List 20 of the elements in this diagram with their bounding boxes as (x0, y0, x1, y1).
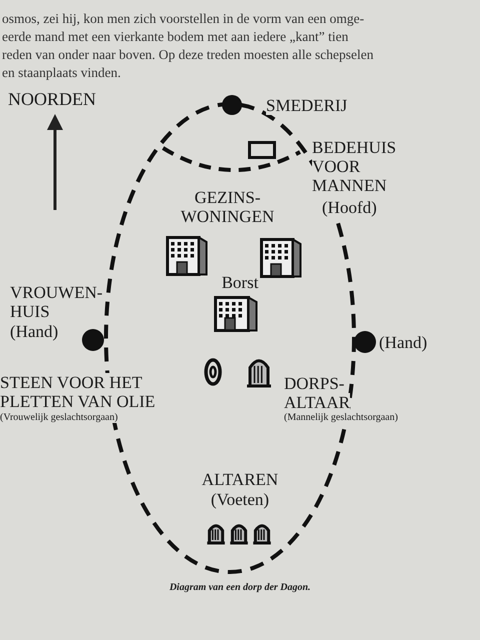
place-label: (Hand) (379, 333, 428, 352)
place-label: (Voeten) (210, 490, 270, 509)
paragraph-line: reden van onder naar boven. Op deze treden moesten alle schepselen (2, 46, 374, 64)
caption: Diagram van een dorp der Dagon. (168, 582, 312, 594)
dot-marker (221, 94, 243, 116)
place-label: (Hoofd) (322, 198, 378, 217)
dot-marker (353, 330, 377, 354)
place-label: STEEN VOOR HET PLETTEN VAN OLIE (0, 373, 156, 411)
dot-marker (81, 328, 105, 352)
building-icon (166, 236, 208, 276)
annotation-text: (Vrouwelijk geslachtsorgaan) (0, 412, 119, 424)
paragraph-line: osmos, zei hij, kon men zich voorstellen in de vorm van een omge- (2, 10, 364, 28)
paragraph-line: en staanplaats vinden. (2, 64, 121, 82)
ring-stone-icon (204, 358, 222, 386)
building-icon (260, 238, 302, 278)
annotation-text: (Mannelijk geslachtsorgaan) (284, 412, 399, 424)
building-icon (214, 296, 258, 332)
place-label: (Hand) (10, 322, 60, 341)
square-marker (248, 141, 276, 159)
paragraph-line: eerde mand met een vierkante bodem met aan iedere „kant” tien (2, 28, 348, 46)
